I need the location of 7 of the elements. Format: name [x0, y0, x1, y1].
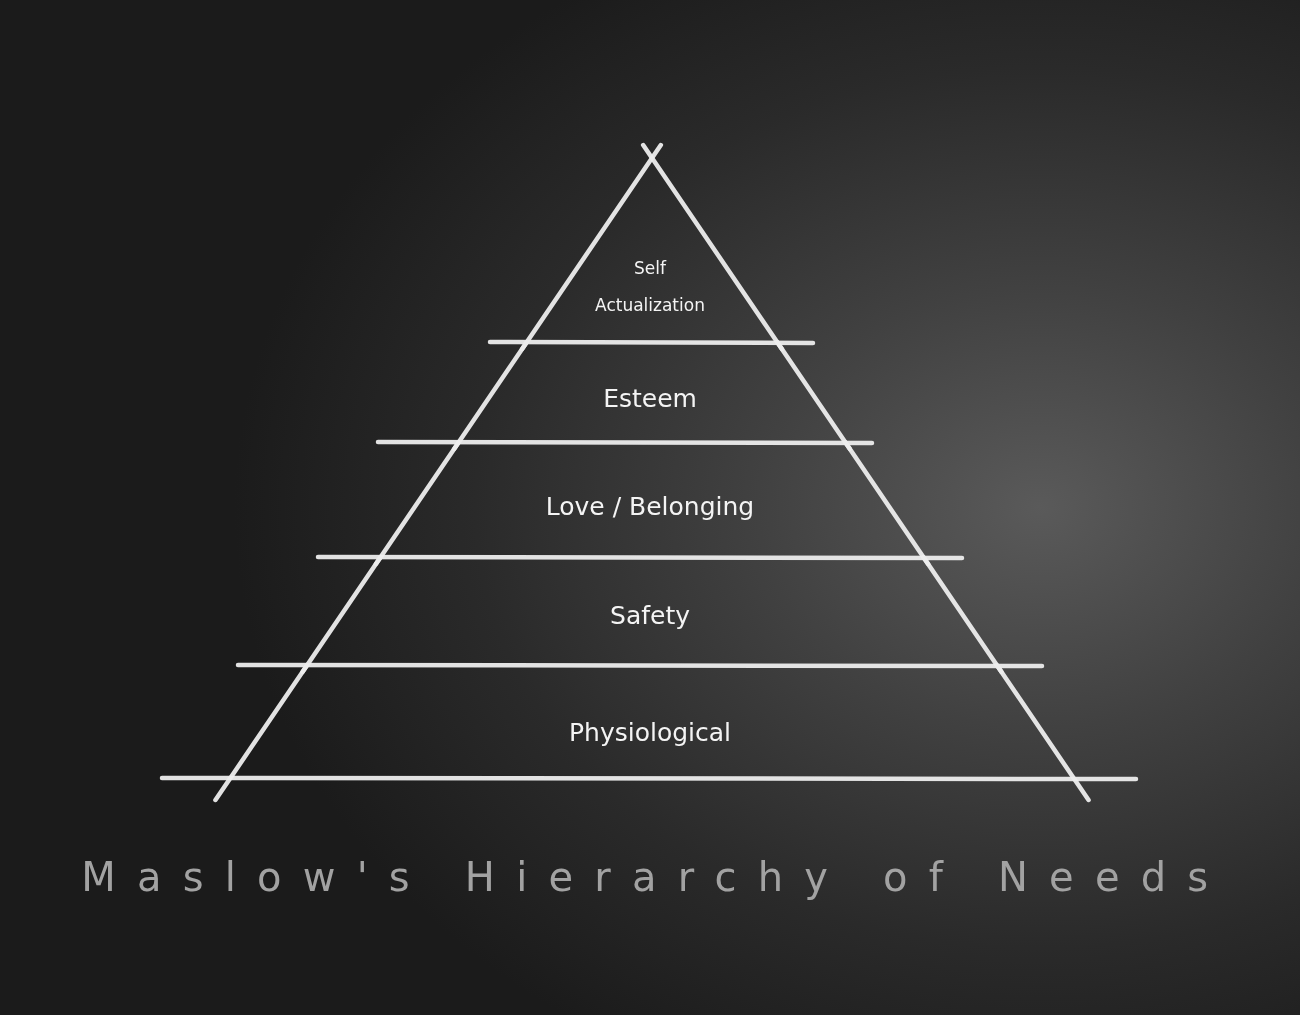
tier-label: Physiological [568, 718, 732, 748]
tier-label: Safety [610, 601, 690, 631]
tier-label: Love / Belonging [545, 492, 755, 522]
tier-label: Self Actualization [594, 257, 706, 317]
tier-label: Esteem [603, 384, 697, 414]
diagram-title: Maslow's Hierarchy of Needs [80, 853, 1230, 901]
pyramid-tier [159, 662, 1139, 803]
